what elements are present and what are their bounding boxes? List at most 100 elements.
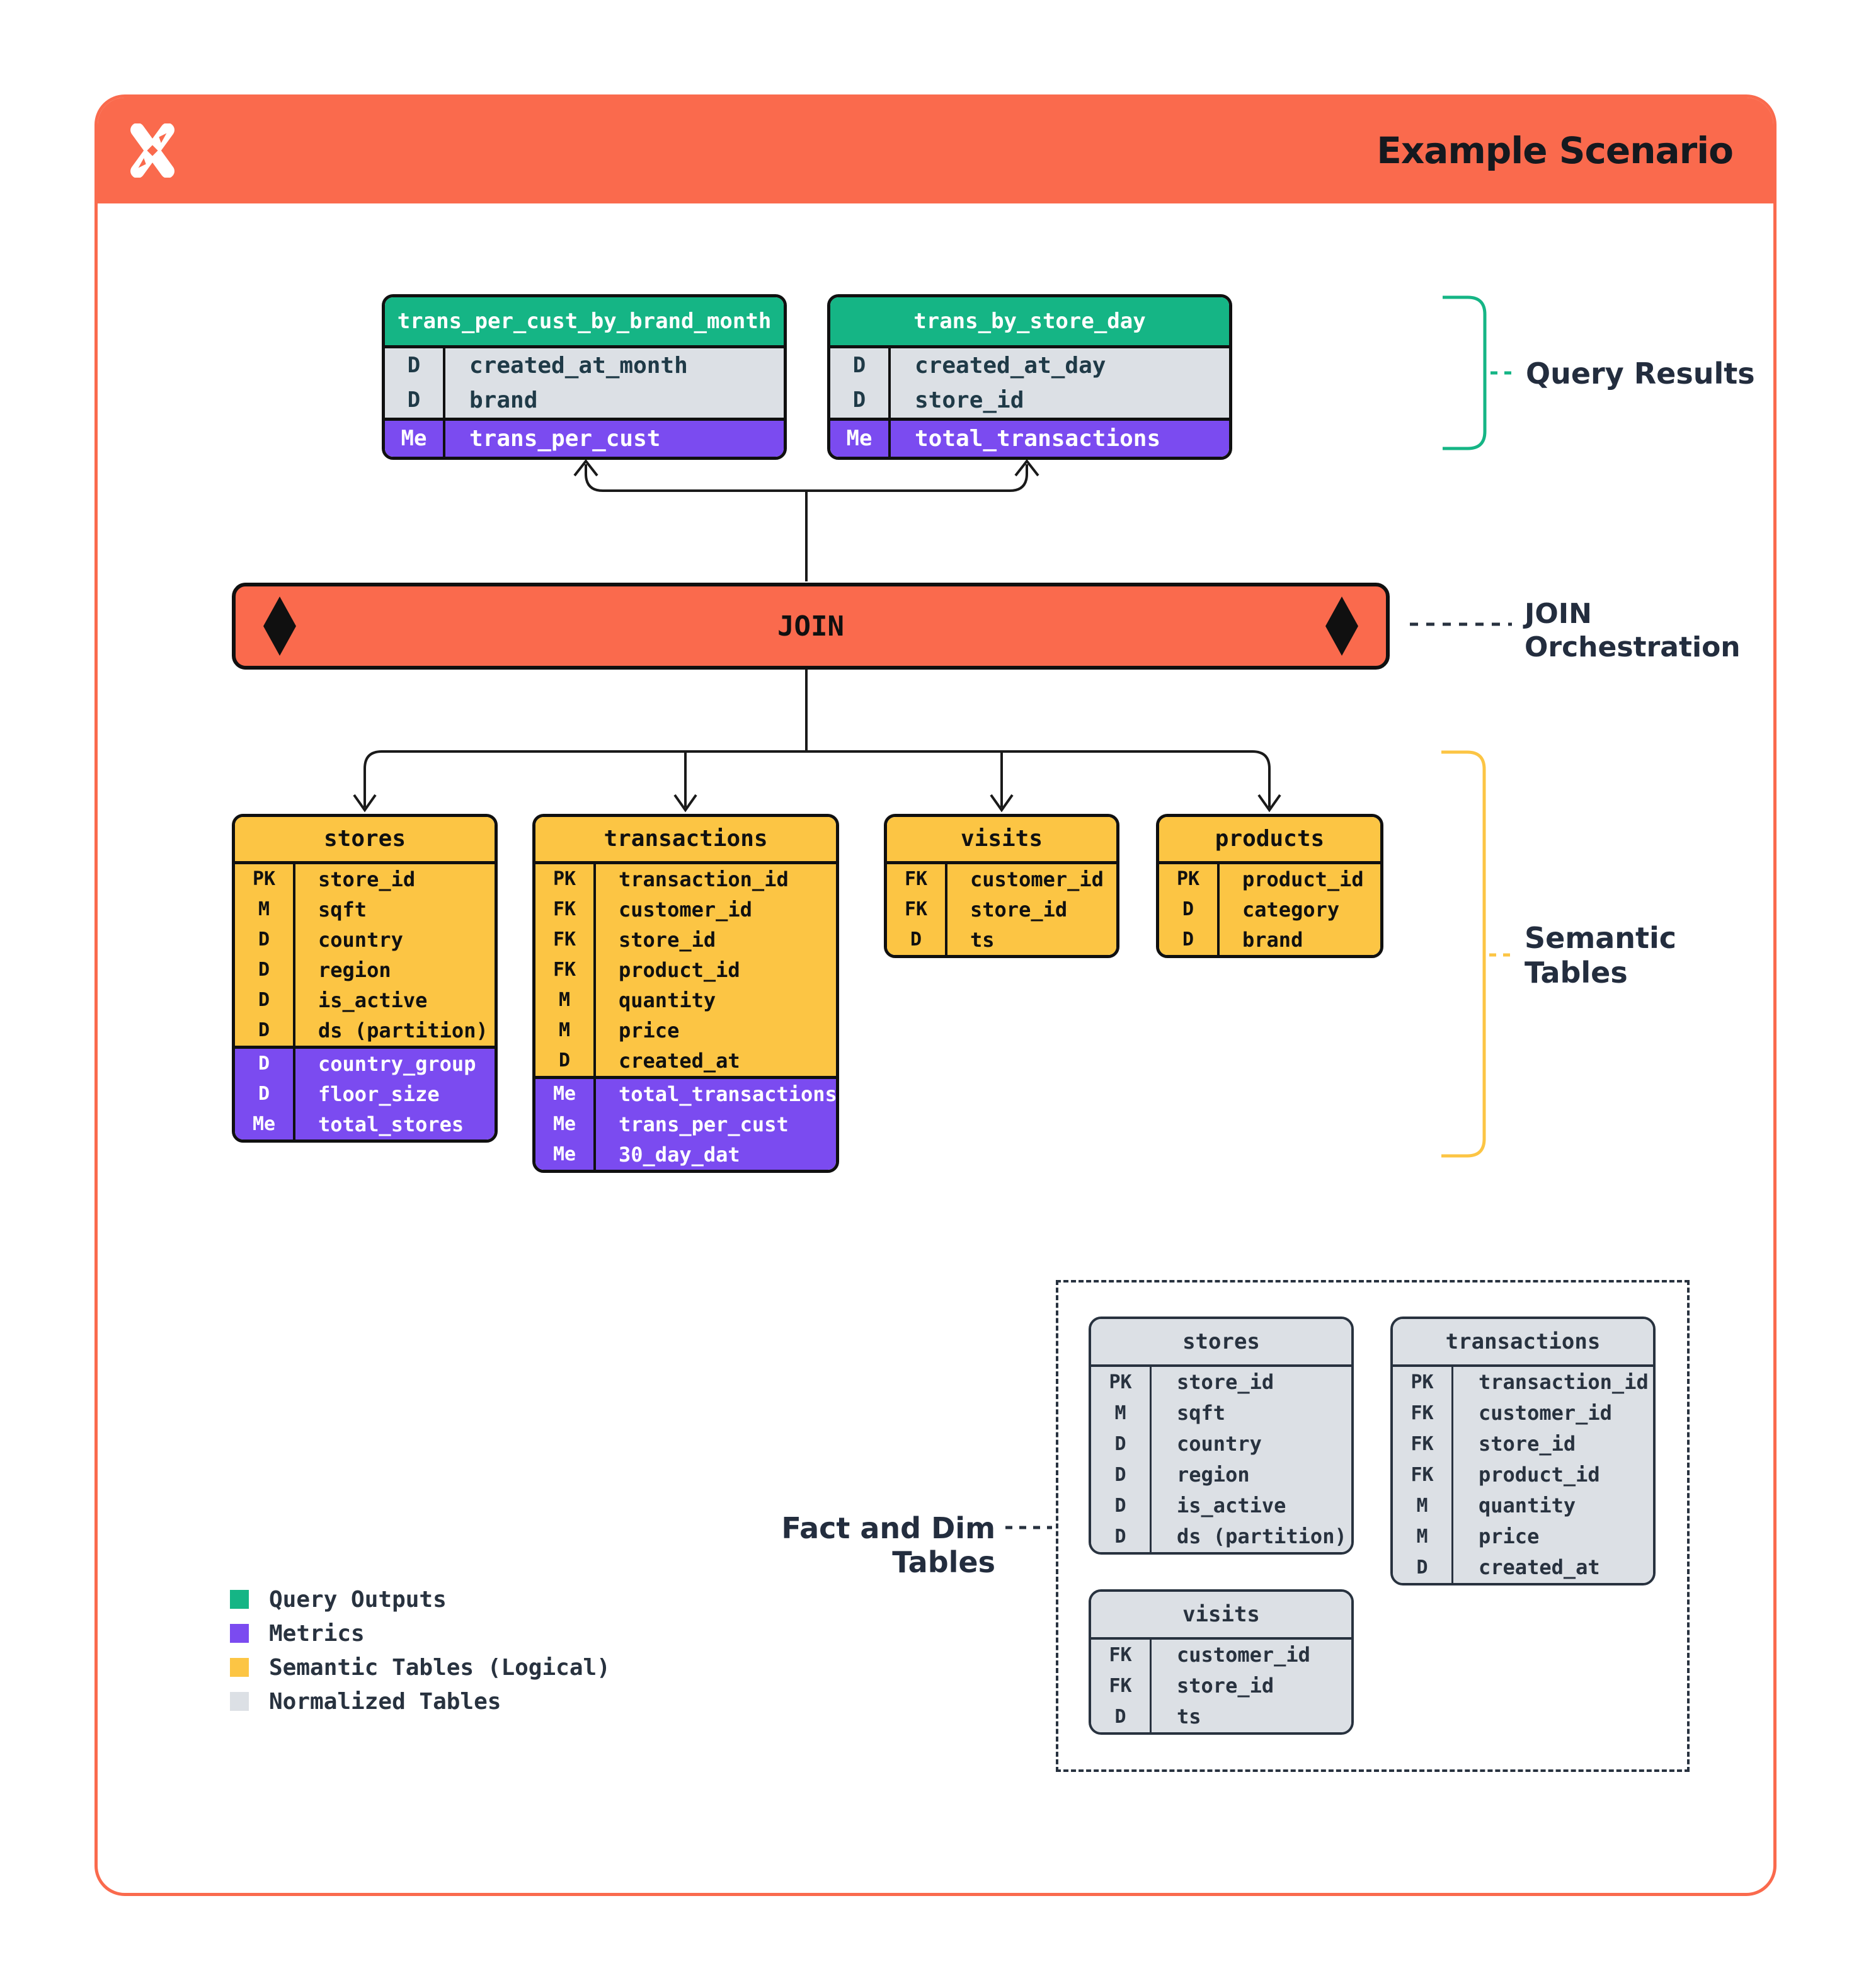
row-field-name: total_transactions (915, 426, 1161, 452)
legend-item: Metrics (230, 1616, 610, 1650)
row-key-badge: M (535, 1015, 596, 1046)
row-key-badge: PK (235, 864, 295, 894)
row-key-badge: Me (385, 421, 445, 457)
row-key-badge: PK (1159, 864, 1220, 894)
row-key-badge: M (535, 985, 596, 1015)
fact-dim-tables-label: Fact and Dim Tables (781, 1511, 995, 1579)
row-field-name: store_id (318, 867, 416, 891)
row-key-badge: M (1393, 1521, 1453, 1552)
row-key-badge: D (1091, 1521, 1152, 1552)
pinwheel-x-logo-icon (130, 123, 175, 178)
legend-label: Semantic Tables (Logical) (269, 1654, 610, 1681)
row-field-name: is_active (1177, 1494, 1286, 1517)
row-field-name: 30_day_dat (619, 1143, 740, 1167)
label-line: Orchestration (1525, 631, 1741, 663)
row-key-badge: FK (1393, 1398, 1453, 1429)
table-row: PK store_id (1091, 1367, 1351, 1398)
row-field-name: sqft (318, 898, 367, 922)
row-field-name: created_at (1479, 1555, 1600, 1579)
row-key-badge: D (1159, 894, 1220, 925)
row-key-badge: D (887, 925, 947, 955)
table-title: transactions (1393, 1319, 1653, 1367)
row-key-badge: PK (535, 864, 596, 894)
row-key-badge: PK (1091, 1367, 1152, 1398)
join-label: JOIN (777, 610, 844, 643)
table-title: products (1159, 817, 1380, 864)
row-key-badge: D (235, 1079, 295, 1109)
row-key-badge: M (1393, 1490, 1453, 1521)
row-field-name: created_at_day (915, 353, 1106, 379)
row-key-badge: D (1091, 1490, 1152, 1521)
normalized-tables-swatch-icon (230, 1692, 249, 1711)
semantic-tables-label: Semantic Tables (1525, 921, 1676, 990)
row-key-badge: FK (1091, 1671, 1152, 1701)
row-field-name: transaction_id (1479, 1370, 1649, 1394)
row-field-name: customer_id (970, 867, 1104, 891)
row-key-badge: D (235, 985, 295, 1015)
query-results-label: Query Results (1526, 357, 1755, 391)
legend: Query Outputs Metrics Semantic Tables (L… (230, 1582, 610, 1718)
row-field-name: store_id (970, 898, 1068, 922)
row-field-name: store_id (619, 928, 716, 952)
row-key-badge: Me (535, 1079, 596, 1109)
table-row: Me trans_per_cust (535, 1109, 836, 1140)
row-field-name: ts (970, 928, 995, 952)
row-field-name: quantity (619, 988, 716, 1012)
row-field-name: ts (1177, 1705, 1201, 1728)
row-key-badge: Me (535, 1109, 596, 1140)
card-header: Example Scenario (98, 98, 1773, 203)
row-key-badge: M (235, 894, 295, 925)
row-key-badge: D (235, 1049, 295, 1079)
row-field-name: store_id (1479, 1432, 1576, 1456)
row-field-name: store_id (1177, 1370, 1274, 1394)
table-title: visits (1091, 1592, 1351, 1640)
row-key-badge: D (1091, 1460, 1152, 1490)
row-field-name: brand (1242, 928, 1303, 952)
row-field-name: country (318, 928, 403, 952)
table-row: PK store_id (235, 864, 495, 894)
row-field-name: product_id (619, 958, 740, 982)
page-title: Example Scenario (1376, 129, 1734, 172)
row-field-name: ds (partition) (318, 1019, 488, 1043)
table-title: stores (1091, 1319, 1351, 1367)
row-field-name: trans_per_cust (619, 1112, 789, 1136)
metrics-swatch-icon (230, 1624, 249, 1643)
join-orchestration-bar: JOIN (232, 583, 1390, 670)
row-key-badge: D (830, 383, 891, 418)
row-field-name: brand (469, 387, 538, 413)
row-key-badge: D (1393, 1552, 1453, 1583)
label-line: JOIN (1525, 598, 1592, 630)
row-key-badge: FK (535, 955, 596, 985)
diamond-icon (263, 597, 296, 656)
row-key-badge: FK (1091, 1640, 1152, 1671)
